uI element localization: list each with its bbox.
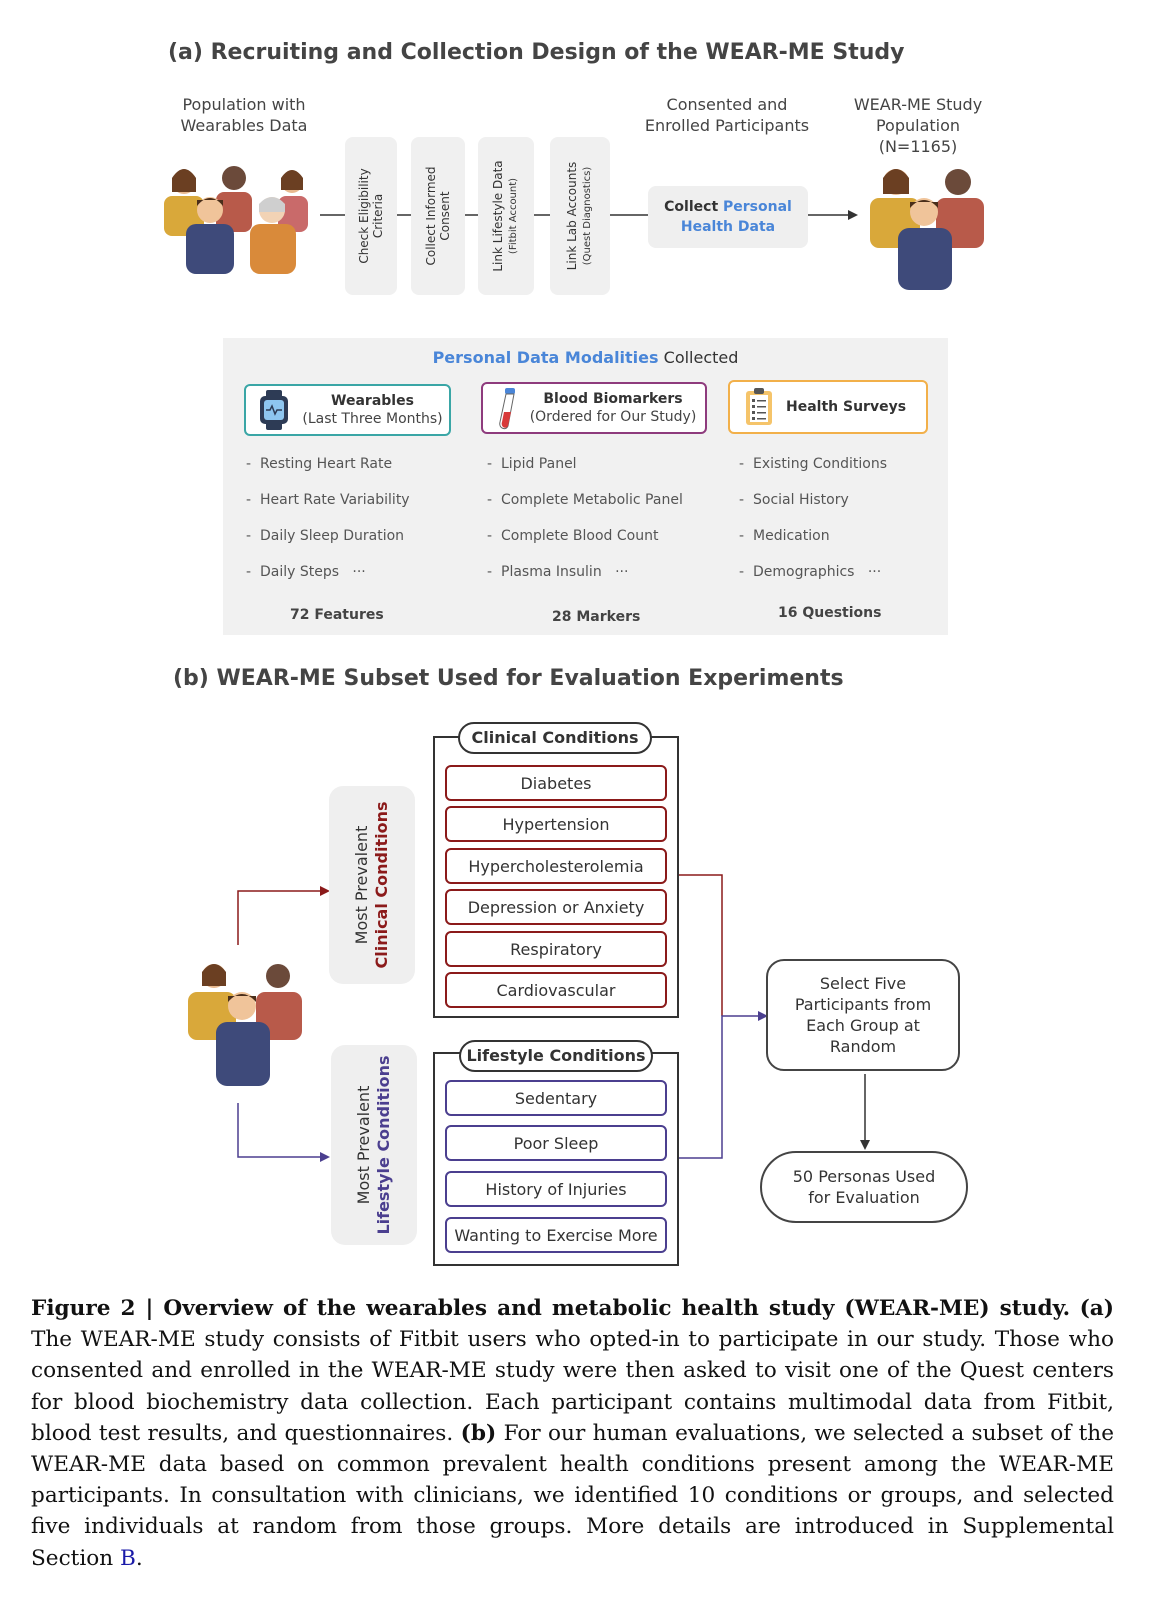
caption-b-text: For our human evaluations, we selected a… <box>31 1420 1114 1571</box>
caption-b-marker: (b) <box>460 1420 497 1446</box>
step-link-lab: Link Lab Accounts(Quest Diagnostics) <box>550 137 610 295</box>
person-icon <box>186 197 234 274</box>
list-item: -Lipid Panel <box>487 456 577 472</box>
condition-poor-sleep: Poor Sleep <box>445 1125 667 1161</box>
lifestyle-conditions-header: Lifestyle Conditions <box>459 1040 653 1072</box>
person-icon <box>250 197 296 274</box>
part-b-title: (b) WEAR-ME Subset Used for Evaluation E… <box>173 666 844 691</box>
part-a-title: (a) Recruiting and Collection Design of … <box>168 40 905 65</box>
condition-injuries: History of Injuries <box>445 1171 667 1207</box>
smartwatch-icon <box>260 390 288 430</box>
supplemental-section-link[interactable]: B <box>120 1545 136 1571</box>
condition-hypertension: Hypertension <box>445 806 667 842</box>
part-b-flow-lines <box>237 874 870 1162</box>
wearables-footer: 72 Features <box>290 607 384 623</box>
person-icon <box>898 198 952 290</box>
list-item: -Plasma Insulin ··· <box>487 564 629 580</box>
surveys-items: -Existing Conditions -Social History -Me… <box>739 456 887 600</box>
condition-cardiovascular: Cardiovascular <box>445 972 667 1008</box>
person-icon <box>216 992 270 1086</box>
list-item: -Daily Sleep Duration <box>246 528 405 544</box>
condition-respiratory: Respiratory <box>445 931 667 967</box>
clinical-conditions-header: Clinical Conditions <box>458 722 652 754</box>
study-population-label: WEAR-ME Study Population (N=1165) <box>853 95 983 156</box>
list-item: -Heart Rate Variability <box>246 492 410 508</box>
consented-label: Consented and Enrolled Participants <box>644 95 810 135</box>
study-population-illustration <box>870 169 984 290</box>
figure-caption: Figure 2 | Overview of the wearables and… <box>31 1296 1114 1571</box>
list-item: -Social History <box>739 492 849 508</box>
modality-surveys: Health Surveys <box>728 380 928 434</box>
clipboard-icon <box>746 388 772 425</box>
step-link-lifestyle: Link Lifestyle Data(Fitbit Account) <box>478 137 534 295</box>
person-icon <box>278 170 308 232</box>
list-item: -Demographics ··· <box>739 564 882 580</box>
select-participants-box: Select Five Participants from Each Group… <box>766 959 960 1071</box>
blood-tube-icon <box>499 388 515 430</box>
person-icon <box>216 166 252 232</box>
people-group-illustration <box>164 166 308 274</box>
list-item: -Existing Conditions <box>739 456 888 472</box>
population-label: Population with Wearables Data <box>180 95 308 135</box>
wearables-items: -Resting Heart Rate -Heart Rate Variabil… <box>246 456 410 600</box>
condition-diabetes: Diabetes <box>445 765 667 801</box>
surveys-footer: 16 Questions <box>778 605 882 621</box>
modality-wearables: Wearables (Last Three Months) <box>244 384 451 436</box>
collect-health-data-box: Collect Personal Health Data <box>648 186 808 248</box>
modalities-title: Personal Data Modalities Collected <box>432 348 739 367</box>
blood-items: -Lipid Panel -Complete Metabolic Panel -… <box>487 456 683 600</box>
caption-label: Figure 2 | Overview of the wearables and… <box>31 1296 1063 1321</box>
condition-exercise-more: Wanting to Exercise More <box>445 1217 667 1253</box>
list-item: -Complete Metabolic Panel <box>487 492 683 508</box>
condition-sedentary: Sedentary <box>445 1080 667 1116</box>
modality-blood: Blood Biomarkers (Ordered for Our Study) <box>481 382 707 434</box>
ellipsis: ··· <box>867 564 882 580</box>
list-item: -Complete Blood Count <box>487 528 659 544</box>
condition-hypercholesterolemia: Hypercholesterolemia <box>445 848 667 884</box>
ellipsis: ··· <box>615 564 629 580</box>
caption-a-text: The WEAR-ME study consists of Fitbit use… <box>31 1327 1114 1446</box>
caption-a-marker: (a) <box>1079 1296 1114 1321</box>
ellipsis: ··· <box>352 564 366 580</box>
part-a-flow-lines <box>320 210 858 220</box>
personas-box: 50 Personas Used for Evaluation <box>760 1151 968 1223</box>
blood-footer: 28 Markers <box>552 609 641 625</box>
list-item: -Medication <box>739 528 830 544</box>
condition-depression-anxiety: Depression or Anxiety <box>445 889 667 925</box>
subset-people-illustration <box>188 964 302 1086</box>
list-item: -Resting Heart Rate <box>246 456 393 472</box>
list-item: -Daily Steps ··· <box>246 564 366 580</box>
